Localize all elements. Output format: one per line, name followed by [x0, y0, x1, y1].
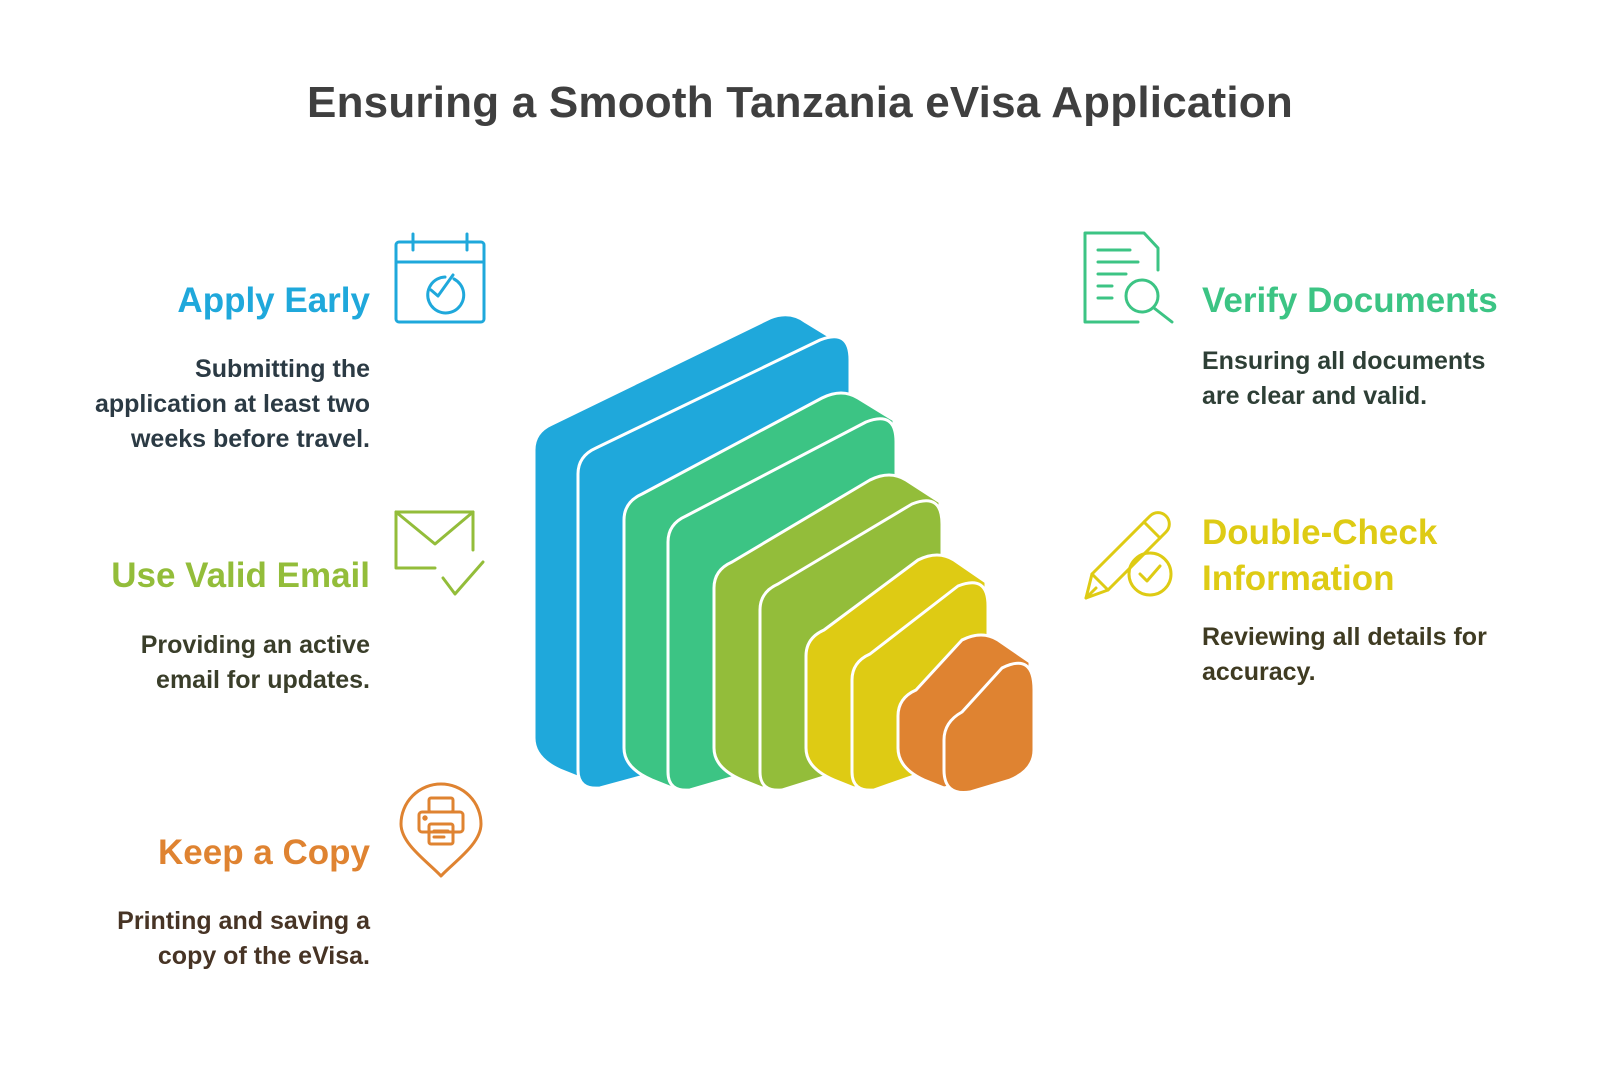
step-heading: Double-Check Information — [1202, 510, 1562, 602]
step-description: Printing and saving a copy of the eVisa. — [40, 904, 370, 974]
desc-line: Ensuring all documents — [1202, 347, 1486, 375]
step-verify-documents: Verify Documents Ensuring all documents … — [1202, 278, 1562, 414]
step-heading: Keep a Copy — [158, 833, 370, 872]
desc-line: Reviewing all details for — [1202, 623, 1487, 651]
step-description: Submitting the application at least two … — [40, 352, 370, 457]
desc-line: copy of the eVisa. — [157, 942, 370, 970]
page-title: Ensuring a Smooth Tanzania eVisa Applica… — [307, 78, 1293, 127]
desc-line: accuracy. — [1202, 658, 1316, 686]
step-heading: Verify Documents — [1202, 281, 1498, 320]
step-heading: Use Valid Email — [111, 556, 370, 595]
desc-line: email for updates. — [156, 666, 370, 694]
heading-line: Information — [1202, 559, 1395, 598]
pencil-check-icon — [1082, 508, 1178, 609]
step-description: Providing an active email for updates. — [40, 628, 370, 698]
desc-line: weeks before travel. — [130, 425, 370, 453]
calendar-check-icon — [393, 232, 489, 333]
document-search-icon — [1082, 230, 1178, 331]
step-description: Reviewing all details for accuracy. — [1202, 620, 1562, 690]
desc-line: Submitting the — [195, 355, 370, 383]
step-use-valid-email: Use Valid Email Providing an active emai… — [40, 553, 370, 698]
step-heading: Apply Early — [177, 281, 370, 320]
desc-line: Printing and saving a — [117, 907, 370, 935]
email-check-icon — [393, 508, 489, 609]
step-double-check-information: Double-Check Information Reviewing all d… — [1202, 510, 1562, 690]
step-description: Ensuring all documents are clear and val… — [1202, 344, 1562, 414]
slab-orange-front — [942, 661, 1036, 795]
printer-pin-icon — [398, 782, 484, 887]
desc-line: Providing an active — [140, 631, 370, 659]
desc-line: application at least two — [94, 390, 370, 418]
heading-line: Double-Check — [1202, 513, 1438, 552]
desc-line: are clear and valid. — [1202, 382, 1428, 410]
step-apply-early: Apply Early Submitting the application a… — [40, 278, 370, 457]
step-keep-a-copy: Keep a Copy Printing and saving a copy o… — [40, 830, 370, 974]
